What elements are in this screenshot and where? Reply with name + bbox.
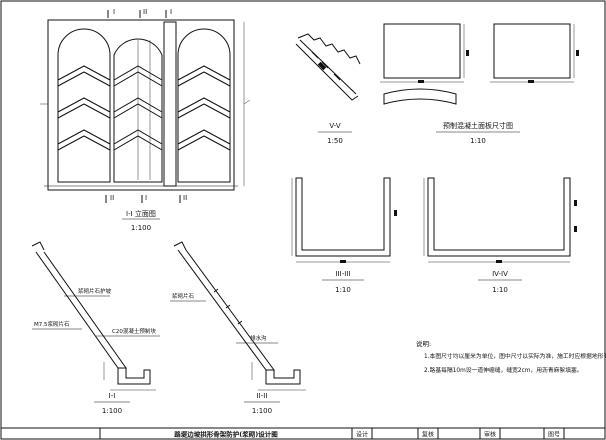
section-mark-i-bottom: I <box>145 194 147 202</box>
plan-scale: 1:100 <box>131 224 151 232</box>
plan-view: I II I II I II I-I 立面图 1:100 <box>40 8 251 232</box>
section-iii-view: III-III 1:10 <box>291 177 397 294</box>
section-iii-scale: 1:10 <box>335 286 351 294</box>
section-mark-i-top: I <box>113 8 115 16</box>
section-mark-ii-top: II <box>143 8 147 16</box>
notes-heading: 说明: <box>416 339 431 348</box>
arch-panel-1 <box>57 28 111 183</box>
section-mark-i-top-2: I <box>170 8 172 16</box>
drawing-title: 路堤边坡拱形骨架防护(浆砌)设计图 <box>174 430 278 439</box>
notes-block: 说明: 1.本图尺寸均以厘米为单位，图中尺寸以实际为准，施工时应根据地形调整。 … <box>416 339 606 374</box>
field-reviewer: 审核 <box>484 431 496 439</box>
field-checker: 复核 <box>422 431 434 439</box>
notes-item-2: 2.路基每隔10m设一道伸缩缝，缝宽2cm，用沥青麻絮填塞。 <box>424 366 583 374</box>
precast-block-scale: 1:10 <box>470 137 486 145</box>
section-iv-scale: 1:10 <box>492 286 508 294</box>
section-i-callout-2: M7.5浆砌片石 <box>34 320 70 328</box>
section-v-label: V-V <box>329 122 340 130</box>
section-ii-view: 浆砌片石 排水沟 II-II 1:100 <box>170 241 306 415</box>
notes-item-1: 1.本图尺寸均以厘米为单位，图中尺寸以实际为准，施工时应根据地形调整。 <box>424 352 606 360</box>
section-ii-label: II-II <box>257 392 268 400</box>
section-ii-callout-1: 浆砌片石 <box>172 292 195 300</box>
stair-strip <box>163 21 177 187</box>
section-iii-label: III-III <box>336 270 351 278</box>
field-drawing-no: 图号 <box>548 432 560 439</box>
arch-panel-3 <box>177 28 231 183</box>
title-block: 路堤边坡拱形骨架防护(浆砌)设计图 设计 复核 审核 图号 <box>1 427 605 439</box>
section-v-view: V-V 1:50 <box>295 33 361 145</box>
section-i-label: I-I <box>109 392 116 400</box>
section-ii-scale: 1:100 <box>252 407 272 415</box>
section-i-callout-1: 浆砌片石护坡 <box>78 287 112 295</box>
section-ii-callout-2: 排水沟 <box>250 334 267 342</box>
field-designer: 设计 <box>356 431 368 439</box>
precast-block-view: 预制混凝土面板尺寸图 1:10 <box>380 23 579 145</box>
section-mark-ii-bottom-2: II <box>183 194 187 202</box>
section-i-scale: 1:100 <box>102 407 122 415</box>
section-v-scale: 1:50 <box>327 137 343 145</box>
section-iv-label: IV-IV <box>492 270 508 278</box>
section-iv-view: IV-IV 1:10 <box>423 177 577 294</box>
section-mark-ii-bottom: II <box>110 194 114 202</box>
precast-block-label: 预制混凝土面板尺寸图 <box>443 121 513 130</box>
plan-label: I-I 立面图 <box>126 209 156 218</box>
section-i-view: 浆砌片石护坡 M7.5浆砌片石 C20混凝土预制块 I-I 1:100 <box>31 241 160 415</box>
section-i-callout-3: C20混凝土预制块 <box>112 327 156 335</box>
